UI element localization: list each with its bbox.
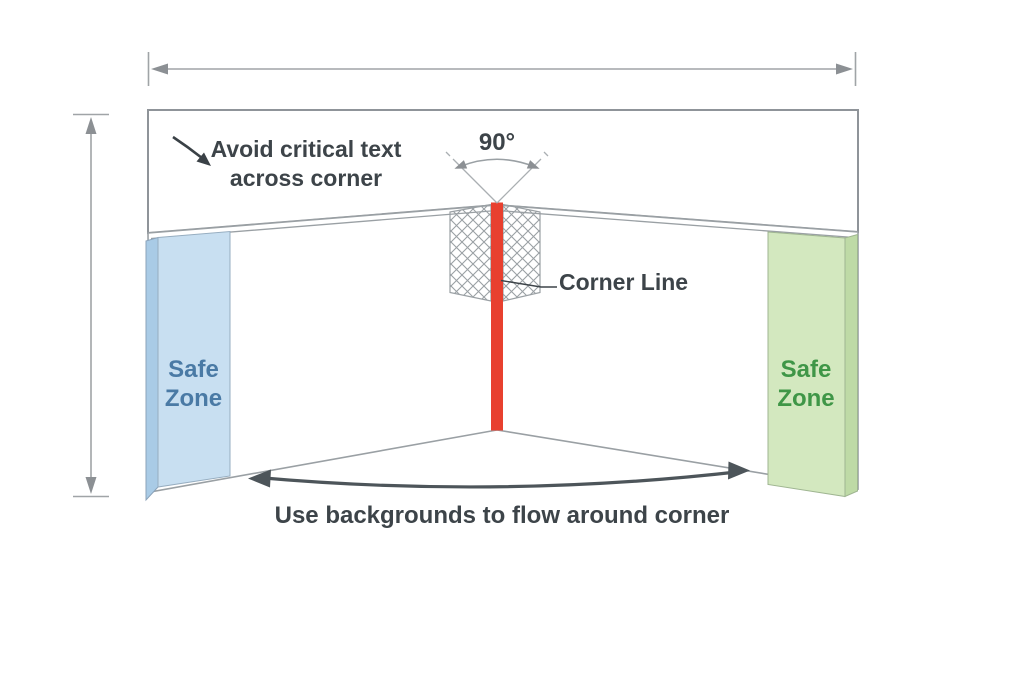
safe-zone-right-line2: Zone [777,385,835,412]
height-dimension-arrow [73,113,109,498]
avoid-critical-text-note: Avoid critical text across corner [196,135,416,193]
corner-line [491,202,503,431]
corner-line-label: Corner Line [559,269,689,295]
safe-zone-right-shape [767,231,858,498]
width-dimension-arrow [147,52,857,86]
flow-caption: Use backgrounds to flow around corner [274,502,730,529]
safe-zone-left-line1: Safe [168,356,219,383]
safe-zone-left-label: Safe Zone [156,355,231,413]
angle-arc-arrow [454,158,540,169]
avoid-note-line1: Avoid critical text [210,136,402,162]
angle-label: 90° [478,129,516,156]
corner-line-leader [500,279,557,288]
flow-arrow [248,461,750,489]
safe-zone-left-shape [145,230,231,502]
safe-zone-right-line1: Safe [780,356,832,383]
avoid-note-arrow [172,135,211,166]
safe-zone-right-label: Safe Zone [766,355,846,413]
safe-zone-left-line2: Zone [164,385,223,412]
avoid-note-line2: across corner [229,165,383,191]
